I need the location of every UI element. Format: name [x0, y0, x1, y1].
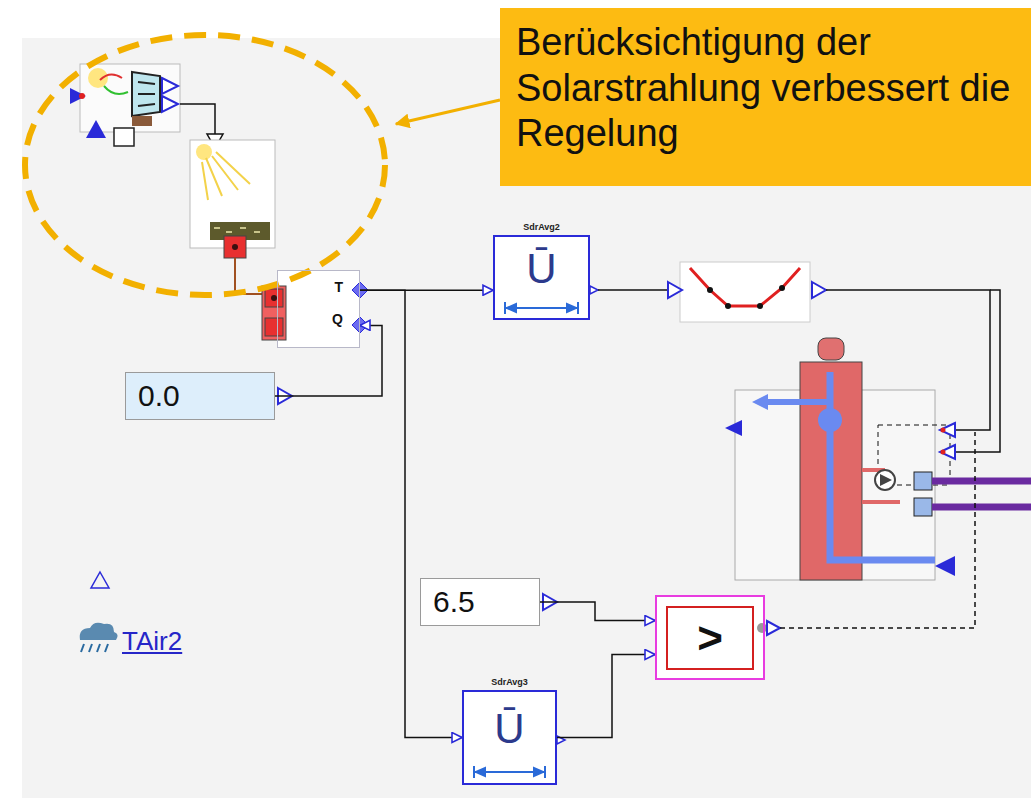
- block-text: T: [334, 279, 343, 295]
- heating-curve-table: [668, 262, 826, 322]
- highlight-ellipse: [25, 35, 385, 295]
- block-name: SdrAvg2: [495, 222, 588, 232]
- moving-average-block: SdrAvg2Ū: [493, 235, 590, 320]
- comparison-inner: [667, 607, 753, 669]
- average-block-body: [493, 235, 590, 320]
- block-text: Ū: [526, 245, 556, 293]
- block-text: >: [697, 613, 723, 663]
- sensor-body: [277, 270, 360, 348]
- weather-block: [70, 64, 223, 149]
- block-text: Q: [332, 311, 343, 327]
- signal-wire: [955, 290, 1000, 452]
- block-text: Ū: [494, 705, 524, 753]
- greater-block: >: [655, 595, 765, 680]
- average-window: [474, 766, 545, 778]
- weather-icon: [80, 623, 118, 652]
- block-text: Berücksichtigung der Solarstrahlung verb…: [516, 20, 1015, 157]
- solar-radiation-block: [190, 140, 275, 258]
- signal-connector: [275, 325, 382, 396]
- signal-connector: [540, 602, 655, 621]
- storage-tank: [725, 338, 1031, 580]
- signal-connector: [557, 655, 655, 738]
- heat-port: [262, 286, 286, 340]
- constant-block: 6.5: [420, 578, 540, 626]
- average-window: [505, 302, 578, 314]
- average-block-body: [462, 690, 557, 785]
- signal-wire: [598, 289, 668, 291]
- comparison-body: [655, 595, 765, 680]
- leader-arrow: [396, 100, 500, 124]
- constant-block: 0.0: [125, 372, 275, 420]
- block-text: 0.0: [138, 379, 180, 413]
- boolean-wire: [780, 432, 975, 628]
- callout-box: Berücksichtigung der Solarstrahlung verb…: [500, 8, 1031, 186]
- signal-name: TAir2: [122, 626, 182, 657]
- moving-average-block: SdrAvg3Ū: [462, 690, 557, 785]
- block-text: 6.5: [433, 585, 475, 619]
- comparison-output-port: [767, 621, 780, 635]
- temperature-sensor: TQ: [277, 270, 360, 348]
- comparison-output-dot: [757, 623, 767, 633]
- block-name: SdrAvg3: [464, 677, 555, 687]
- average-output-port: [590, 286, 598, 294]
- delta-symbol: [91, 572, 109, 588]
- signal-connector: [360, 290, 462, 737]
